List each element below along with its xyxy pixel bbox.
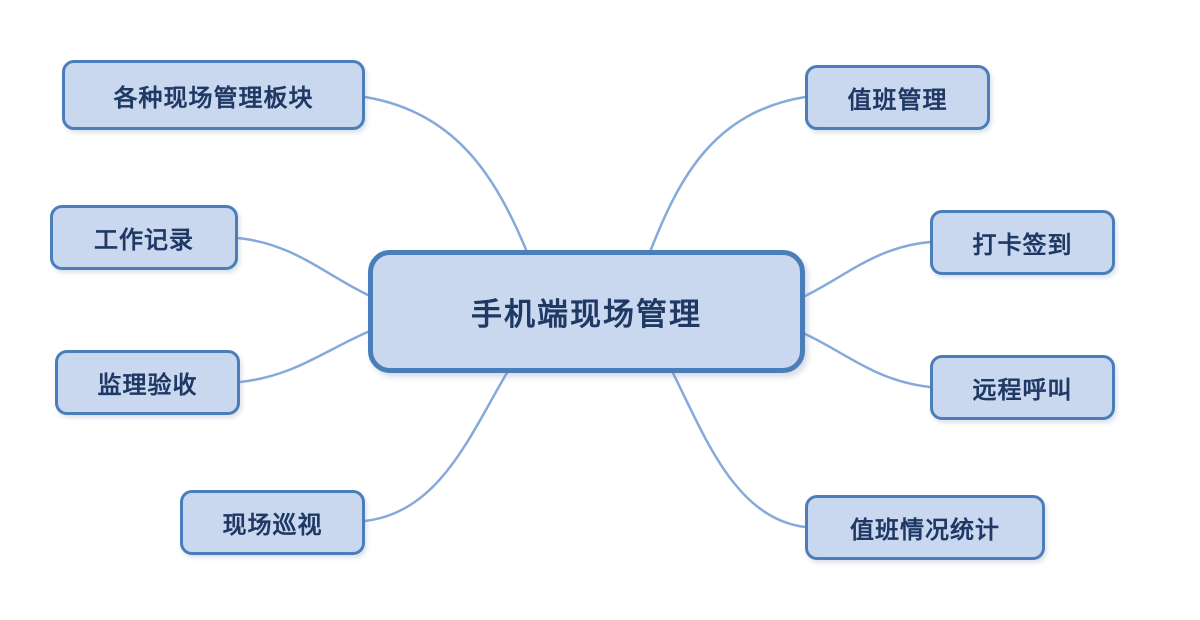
- node-label: 现场巡视: [222, 512, 323, 539]
- connector-left-upper: [236, 236, 372, 298]
- connector-bottom-left: [363, 369, 510, 523]
- node-duty-status-statistics[interactable]: 值班情况统计: [805, 495, 1045, 560]
- node-label: 各种现场管理板块: [113, 84, 314, 112]
- connector-right-lower: [801, 331, 932, 389]
- connector-right-upper: [801, 240, 932, 299]
- node-work-record[interactable]: 工作记录: [50, 205, 238, 270]
- node-various-site-management-sections[interactable]: 各种现场管理板块: [62, 60, 365, 130]
- node-label: 打卡签到: [972, 232, 1073, 259]
- node-label: 监理验收: [97, 372, 198, 399]
- connector-top-right: [648, 95, 807, 254]
- center-node-label: 手机端现场管理: [471, 297, 702, 332]
- node-label: 值班管理: [847, 87, 948, 114]
- node-supervision-acceptance[interactable]: 监理验收: [55, 350, 240, 415]
- connector-top-left: [363, 95, 529, 254]
- node-label: 工作记录: [94, 227, 194, 254]
- connector-left-lower: [238, 329, 372, 384]
- node-clock-in-sign-in[interactable]: 打卡签到: [930, 210, 1115, 275]
- node-duty-management[interactable]: 值班管理: [805, 65, 990, 130]
- connector-bottom-right: [670, 369, 807, 529]
- center-node[interactable]: 手机端现场管理: [368, 250, 805, 373]
- node-label: 远程呼叫: [972, 377, 1073, 404]
- node-label: 值班情况统计: [850, 517, 1000, 544]
- node-remote-call[interactable]: 远程呼叫: [930, 355, 1115, 420]
- node-site-inspection[interactable]: 现场巡视: [180, 490, 365, 555]
